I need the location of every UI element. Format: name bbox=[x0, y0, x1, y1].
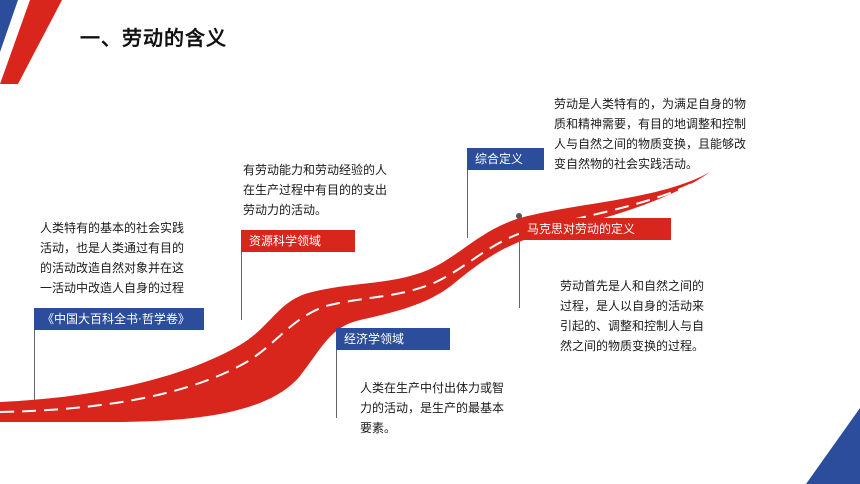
text-line: 要素。 bbox=[360, 421, 397, 435]
text-line: 劳动首先是人和自然之间的 bbox=[560, 279, 705, 293]
text-line: 人类在生产中付出体力或智 bbox=[360, 381, 505, 395]
text-line: 然之间的物质变换的过程。 bbox=[560, 339, 705, 353]
text-line: 在生产过程中有目的的支出 bbox=[243, 183, 388, 197]
milestone-pole bbox=[241, 230, 242, 320]
corner-stripe-blue bbox=[0, 0, 18, 52]
text-line: 有劳动能力和劳动经验的人 bbox=[243, 163, 388, 177]
milestone-label-resource-science: 资源科学领域 bbox=[241, 230, 355, 252]
text-line: 活动，也是人类通过有目的 bbox=[40, 241, 185, 255]
milestone-pole bbox=[336, 328, 337, 418]
milestone-label-economics: 经济学领域 bbox=[336, 328, 450, 350]
text-line: 力的活动，是生产的最基本 bbox=[360, 401, 505, 415]
milestone-text-economics: 人类在生产中付出体力或智 力的活动，是生产的最基本 要素。 bbox=[360, 378, 535, 438]
milestone-text-encyclopedia: 人类特有的基本的社会实践 活动，也是人类通过有目的 的活动改造自然对象并在这 一… bbox=[40, 218, 240, 298]
milestone-label-marx: 马克思对劳动的定义 bbox=[519, 218, 671, 240]
corner-triangle-blue bbox=[806, 408, 860, 484]
milestone-pole bbox=[519, 218, 520, 308]
milestone-text-resource-science: 有劳动能力和劳动经验的人 在生产过程中有目的的支出 劳动力的活动。 bbox=[243, 160, 418, 220]
milestone-text-comprehensive: 劳动是人类特有的，为满足自身的物 质和精神需要，有目的地调整和控制 人与自然之间… bbox=[554, 94, 774, 174]
milestone-pin bbox=[516, 213, 522, 219]
page-title: 一、劳动的含义 bbox=[80, 26, 227, 50]
milestone-label-comprehensive: 综合定义 bbox=[467, 148, 544, 170]
text-line: 过程，是人以自身的活动来 bbox=[560, 299, 705, 313]
text-line: 劳动力的活动。 bbox=[243, 203, 328, 217]
text-line: 变自然物的社会实践活动。 bbox=[554, 157, 699, 171]
milestone-pole bbox=[467, 148, 468, 238]
text-line: 人类特有的基本的社会实践 bbox=[40, 221, 185, 235]
text-line: 的活动改造自然对象并在这 bbox=[40, 261, 185, 275]
text-line: 劳动是人类特有的，为满足自身的物 bbox=[554, 97, 747, 111]
milestone-text-marx: 劳动首先是人和自然之间的 过程，是人以自身的活动来 引起的、调整和控制人与自 然… bbox=[560, 276, 740, 356]
text-line: 引起的、调整和控制人与自 bbox=[560, 319, 705, 333]
text-line: 质和精神需要，有目的地调整和控制 bbox=[554, 117, 747, 131]
text-line: 人与自然之间的物质变换，且能够改 bbox=[554, 137, 747, 151]
corner-stripe-red bbox=[0, 0, 62, 84]
text-line: 一活动中改造人自身的过程 bbox=[40, 281, 185, 295]
milestone-label-encyclopedia: 《中国大百科全书·哲学卷》 bbox=[34, 308, 204, 330]
milestone-pole bbox=[34, 308, 35, 400]
